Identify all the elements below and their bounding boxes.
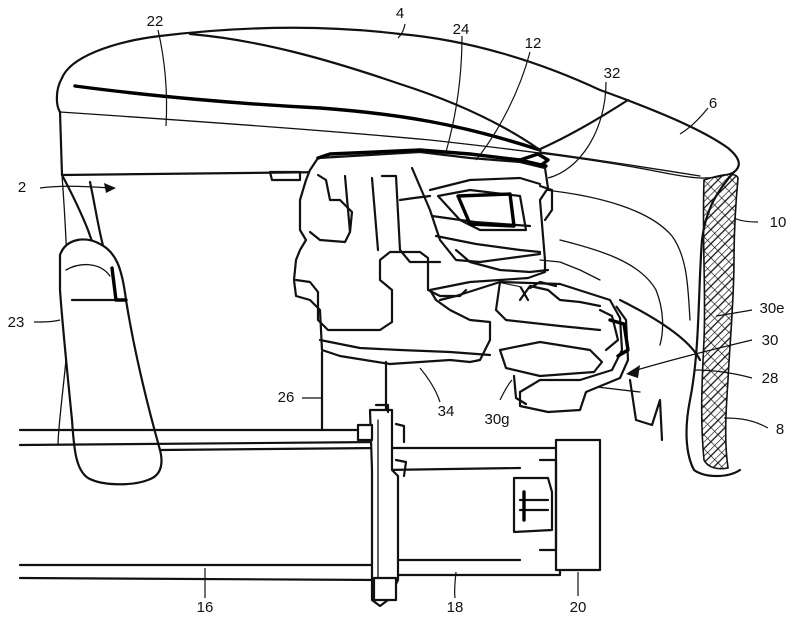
ref-4: 4 (396, 5, 404, 22)
ref-26: 26 (278, 389, 295, 406)
bracket-assembly (268, 148, 601, 366)
ref-10: 10 (770, 214, 787, 231)
ref-12: 12 (525, 35, 542, 52)
ref-34: 34 (438, 403, 455, 420)
ref-2: 2 (18, 179, 26, 196)
ref-20: 20 (570, 599, 587, 616)
fender-panel (544, 170, 742, 478)
ref-8: 8 (776, 421, 784, 438)
ref-18: 18 (447, 599, 464, 616)
ref-24: 24 (453, 21, 470, 38)
ref-30g: 30g (484, 411, 509, 428)
pillar-lamp (58, 238, 163, 486)
ref-28: 28 (762, 370, 779, 387)
side-member (18, 350, 602, 582)
ref-23: 23 (8, 314, 25, 331)
hood-panel (55, 26, 740, 179)
hatched-seal (700, 173, 739, 470)
leader-lines (33, 23, 769, 599)
bumper-bracket-plate (356, 403, 408, 608)
ref-30: 30 (762, 332, 779, 349)
ref-22: 22 (147, 13, 164, 30)
ref-6: 6 (709, 95, 717, 112)
ref-30e: 30e (759, 300, 784, 317)
sub-bracket (494, 280, 630, 414)
reference-labels: 4 22 24 12 32 6 2 10 23 30e 30 28 26 34 … (8, 5, 787, 616)
ref-16: 16 (197, 599, 214, 616)
ref-32: 32 (604, 65, 621, 82)
